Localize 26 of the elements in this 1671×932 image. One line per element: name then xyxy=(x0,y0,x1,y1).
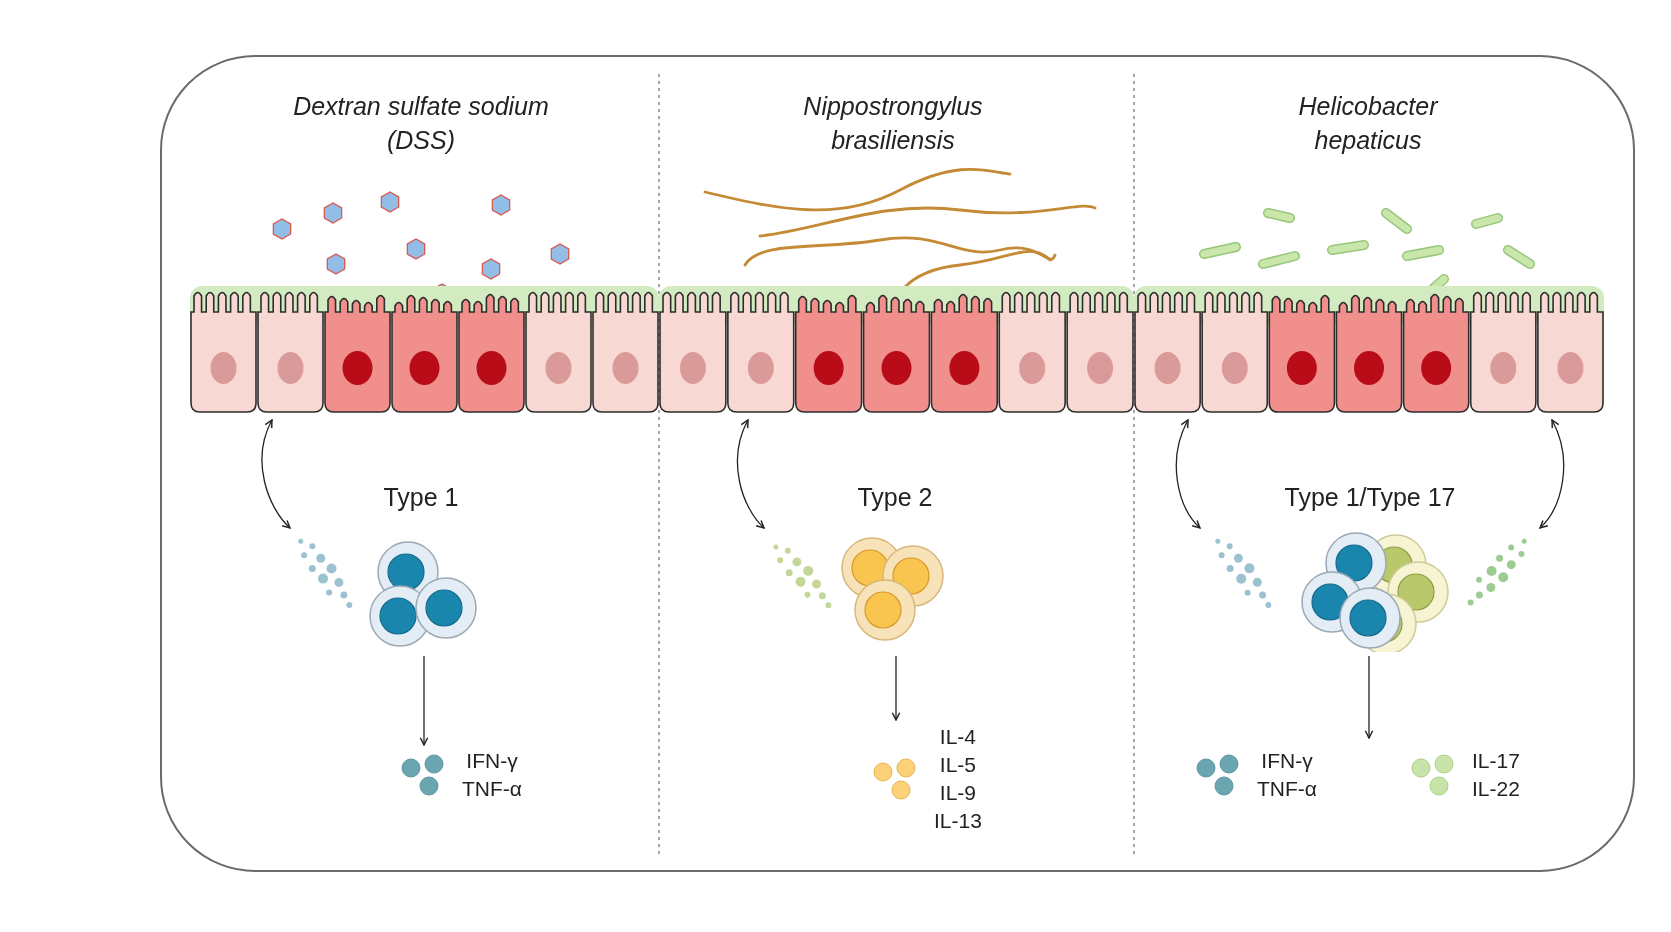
arrow xyxy=(1175,419,1201,529)
panel-title: Nippostrongylus brasiliensis xyxy=(802,91,984,156)
cytokine-name: IL-5 xyxy=(939,752,977,778)
panel-title: Helicobacter hepaticus xyxy=(1297,91,1440,156)
cytokine-name: IFN-γ xyxy=(466,748,518,774)
cell-type-label: Type 1/Type 17 xyxy=(1284,482,1456,512)
cell-type-label: Type 1 xyxy=(383,482,459,512)
epithelium-drawing xyxy=(1134,286,1604,416)
cytokine-name: TNF-α xyxy=(1257,776,1317,802)
panel-title: Dextran sulfate sodium (DSS) xyxy=(292,91,550,156)
cytokine-name: IL-9 xyxy=(939,780,977,806)
cytokine-name: IL-22 xyxy=(1472,776,1520,802)
epithelium-drawing xyxy=(190,286,659,416)
cytokine-name: IL-17 xyxy=(1472,748,1520,774)
arrow xyxy=(736,419,765,529)
cytokine-name: IFN-γ xyxy=(1261,748,1313,774)
cytokine-name: IL-4 xyxy=(939,724,977,750)
arrow xyxy=(891,655,901,721)
cell-type-label: Type 2 xyxy=(857,482,933,512)
arrow xyxy=(1364,655,1374,739)
epithelium-drawing xyxy=(659,286,1134,416)
arrow xyxy=(1539,419,1565,529)
cytokine-name: IL-13 xyxy=(934,808,982,834)
arrow xyxy=(261,419,291,529)
arrow xyxy=(419,655,429,746)
cytokine-name: TNF-α xyxy=(462,776,522,802)
